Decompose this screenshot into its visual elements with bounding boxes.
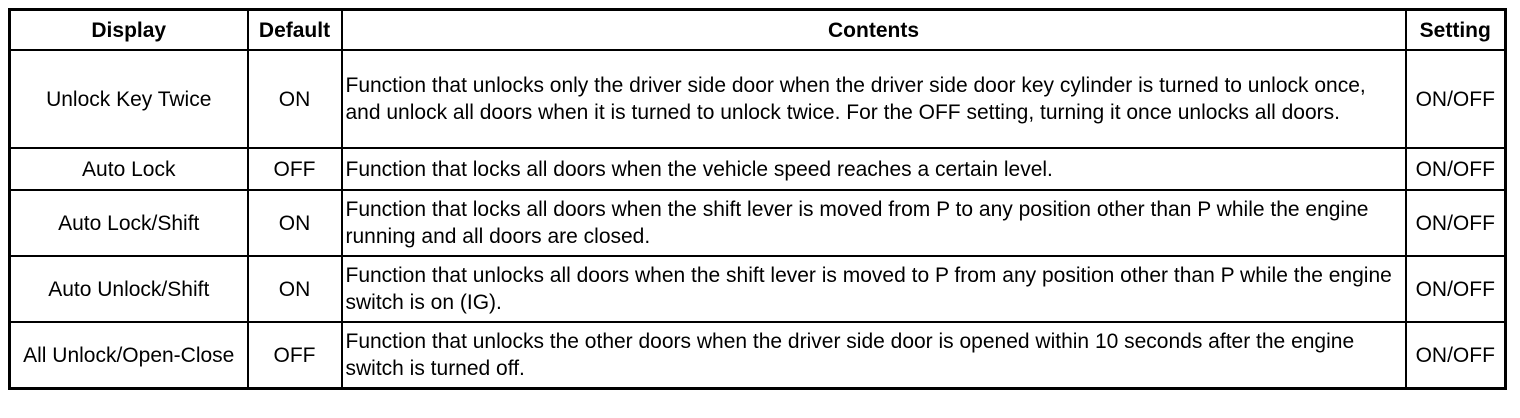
table-row: Auto Unlock/Shift ON Function that unloc… (8, 255, 1507, 323)
table-row: All Unlock/Open-Close OFF Function that … (8, 321, 1507, 390)
header-setting: Setting (1404, 8, 1507, 51)
table-row: Auto Lock/Shift ON Function that locks a… (8, 189, 1507, 257)
setting-cell: ON/OFF (1404, 321, 1507, 390)
table-container: Display Default Contents Setting Unlock … (8, 8, 1507, 390)
default-cell: ON (246, 189, 343, 257)
contents-cell: Function that locks all doors when the s… (340, 189, 1407, 257)
contents-cell: Function that unlocks the other doors wh… (340, 321, 1407, 390)
display-cell: Auto Unlock/Shift (8, 255, 249, 323)
contents-cell: Function that unlocks only the driver si… (340, 49, 1407, 149)
setting-cell: ON/OFF (1404, 255, 1507, 323)
setting-cell: ON/OFF (1404, 147, 1507, 191)
table-row: Unlock Key Twice ON Function that unlock… (8, 49, 1507, 149)
header-display: Display (8, 8, 249, 51)
display-cell: All Unlock/Open-Close (8, 321, 249, 390)
default-cell: ON (246, 255, 343, 323)
default-cell: ON (246, 49, 343, 149)
default-cell: OFF (246, 147, 343, 191)
display-cell: Auto Lock (8, 147, 249, 191)
contents-cell: Function that locks all doors when the v… (340, 147, 1407, 191)
setting-cell: ON/OFF (1404, 189, 1507, 257)
contents-cell: Function that unlocks all doors when the… (340, 255, 1407, 323)
display-cell: Unlock Key Twice (8, 49, 249, 149)
header-contents: Contents (340, 8, 1407, 51)
display-cell: Auto Lock/Shift (8, 189, 249, 257)
header-default: Default (246, 8, 343, 51)
setting-cell: ON/OFF (1404, 49, 1507, 149)
default-cell: OFF (246, 321, 343, 390)
customization-table: Display Default Contents Setting Unlock … (8, 8, 1507, 390)
table-row: Auto Lock OFF Function that locks all do… (8, 147, 1507, 191)
header-row: Display Default Contents Setting (8, 8, 1507, 51)
